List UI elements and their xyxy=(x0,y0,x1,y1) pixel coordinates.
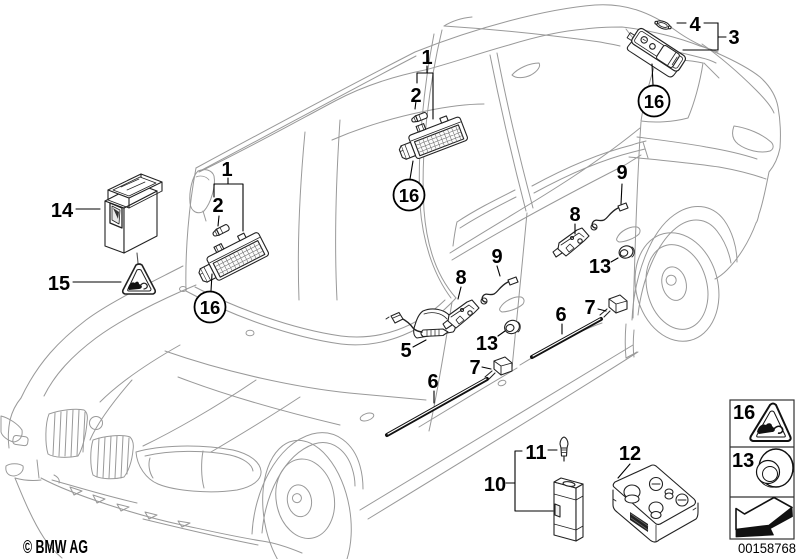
svg-text:4: 4 xyxy=(689,14,701,36)
svg-text:7: 7 xyxy=(469,357,480,379)
svg-text:1: 1 xyxy=(421,47,432,69)
svg-text:9: 9 xyxy=(616,162,627,184)
svg-text:6: 6 xyxy=(427,371,438,393)
svg-text:14: 14 xyxy=(51,200,74,222)
svg-text:13: 13 xyxy=(732,450,754,472)
svg-text:16: 16 xyxy=(200,297,221,318)
svg-text:15: 15 xyxy=(48,273,70,295)
svg-text:16: 16 xyxy=(399,185,420,206)
svg-text:13: 13 xyxy=(589,256,611,278)
svg-text:10: 10 xyxy=(484,474,506,496)
svg-text:16: 16 xyxy=(644,91,665,112)
svg-text:3: 3 xyxy=(728,27,739,49)
svg-text:7: 7 xyxy=(584,297,595,319)
svg-text:13: 13 xyxy=(476,333,498,355)
svg-text:1: 1 xyxy=(221,159,232,181)
svg-text:8: 8 xyxy=(455,267,466,289)
svg-text:9: 9 xyxy=(491,246,502,268)
svg-text:2: 2 xyxy=(410,85,421,107)
svg-text:6: 6 xyxy=(555,304,566,326)
svg-text:12: 12 xyxy=(619,443,641,465)
svg-text:00158768: 00158768 xyxy=(738,540,796,556)
svg-text:16: 16 xyxy=(733,402,755,424)
svg-text:2: 2 xyxy=(212,195,223,217)
svg-text:5: 5 xyxy=(400,340,411,362)
svg-text:8: 8 xyxy=(569,204,580,226)
svg-text:© BMW AG: © BMW AG xyxy=(23,537,88,557)
svg-text:11: 11 xyxy=(525,442,546,464)
